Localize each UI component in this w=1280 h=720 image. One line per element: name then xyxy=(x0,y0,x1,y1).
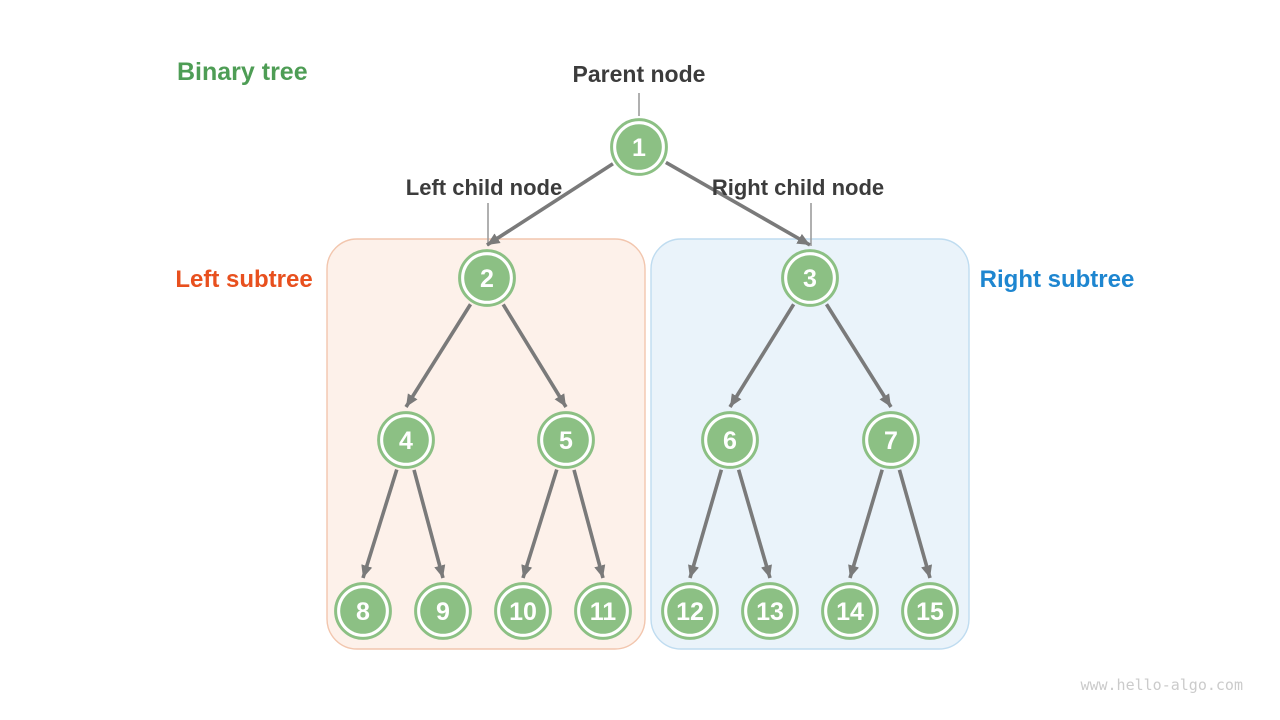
tree-node-11: 11 xyxy=(574,582,632,640)
tree-node-1: 1 xyxy=(610,118,668,176)
parent-node-label: Parent node xyxy=(572,61,706,87)
tree-edge-5-10 xyxy=(521,469,559,579)
tree-node-8: 8 xyxy=(334,582,392,640)
node-body xyxy=(383,417,429,463)
tree-node-15: 15 xyxy=(901,582,959,640)
node-body xyxy=(907,588,953,634)
tree-edge-4-8 xyxy=(361,469,399,579)
tree-node-3: 3 xyxy=(781,249,839,307)
node-value: 14 xyxy=(836,598,864,626)
subtree-boxes xyxy=(326,238,970,650)
tree-node-14: 14 xyxy=(821,582,879,640)
node-value: 10 xyxy=(509,598,537,626)
tree-node-13: 13 xyxy=(741,582,799,640)
node-value: 7 xyxy=(884,427,898,455)
node-value: 3 xyxy=(803,265,817,293)
node-value: 2 xyxy=(480,265,494,293)
node-value: 5 xyxy=(559,427,573,455)
node-body xyxy=(340,588,386,634)
tree-edge-6-12 xyxy=(688,469,724,579)
left-child-node-label: Left child node xyxy=(405,175,563,200)
right-subtree-box xyxy=(650,238,970,650)
left-subtree-box xyxy=(326,238,646,650)
tree-node-6: 6 xyxy=(701,411,759,469)
node-body xyxy=(543,417,589,463)
left-subtree-label: Left subtree xyxy=(175,266,313,293)
node-body xyxy=(868,417,914,463)
tree-node-5: 5 xyxy=(537,411,595,469)
node-body xyxy=(787,255,833,301)
tree-edge-1-2 xyxy=(486,162,614,247)
tree-edge-2-5 xyxy=(501,303,568,408)
node-body xyxy=(827,588,873,634)
node-body xyxy=(420,588,466,634)
tree-edge-7-14 xyxy=(848,469,884,579)
node-value: 15 xyxy=(916,598,944,626)
tree-node-12: 12 xyxy=(661,582,719,640)
tree-edge-5-11 xyxy=(572,469,606,579)
tree-edge-3-7 xyxy=(824,303,893,408)
node-body xyxy=(580,588,626,634)
tree-node-4: 4 xyxy=(377,411,435,469)
tree-edge-4-9 xyxy=(412,469,446,579)
figure-title: Binary tree xyxy=(177,58,308,86)
node-body xyxy=(707,417,753,463)
tree-edges xyxy=(361,160,933,579)
right-subtree-label: Right subtree xyxy=(979,266,1135,293)
node-body xyxy=(616,124,662,170)
tree-edge-6-13 xyxy=(736,469,772,579)
node-body xyxy=(500,588,546,634)
tree-node-2: 2 xyxy=(458,249,516,307)
node-value: 12 xyxy=(676,598,704,626)
node-value: 9 xyxy=(436,598,450,626)
node-body xyxy=(747,588,793,634)
tree-node-7: 7 xyxy=(862,411,920,469)
right-child-node-label: Right child node xyxy=(711,175,885,200)
tree-edge-7-15 xyxy=(897,469,933,579)
node-value: 13 xyxy=(756,598,784,626)
node-value: 6 xyxy=(723,427,737,455)
node-value: 4 xyxy=(399,427,413,455)
tree-node-9: 9 xyxy=(414,582,472,640)
node-value: 1 xyxy=(632,134,646,162)
node-value: 11 xyxy=(590,598,617,626)
tree-edge-1-3 xyxy=(665,160,811,247)
node-body xyxy=(464,255,510,301)
tree-edge-2-4 xyxy=(404,303,473,408)
watermark: www.hello-algo.com xyxy=(1080,676,1243,694)
tree-edge-3-6 xyxy=(728,303,796,408)
tree-node-10: 10 xyxy=(494,582,552,640)
node-value: 8 xyxy=(356,598,370,626)
node-body xyxy=(667,588,713,634)
